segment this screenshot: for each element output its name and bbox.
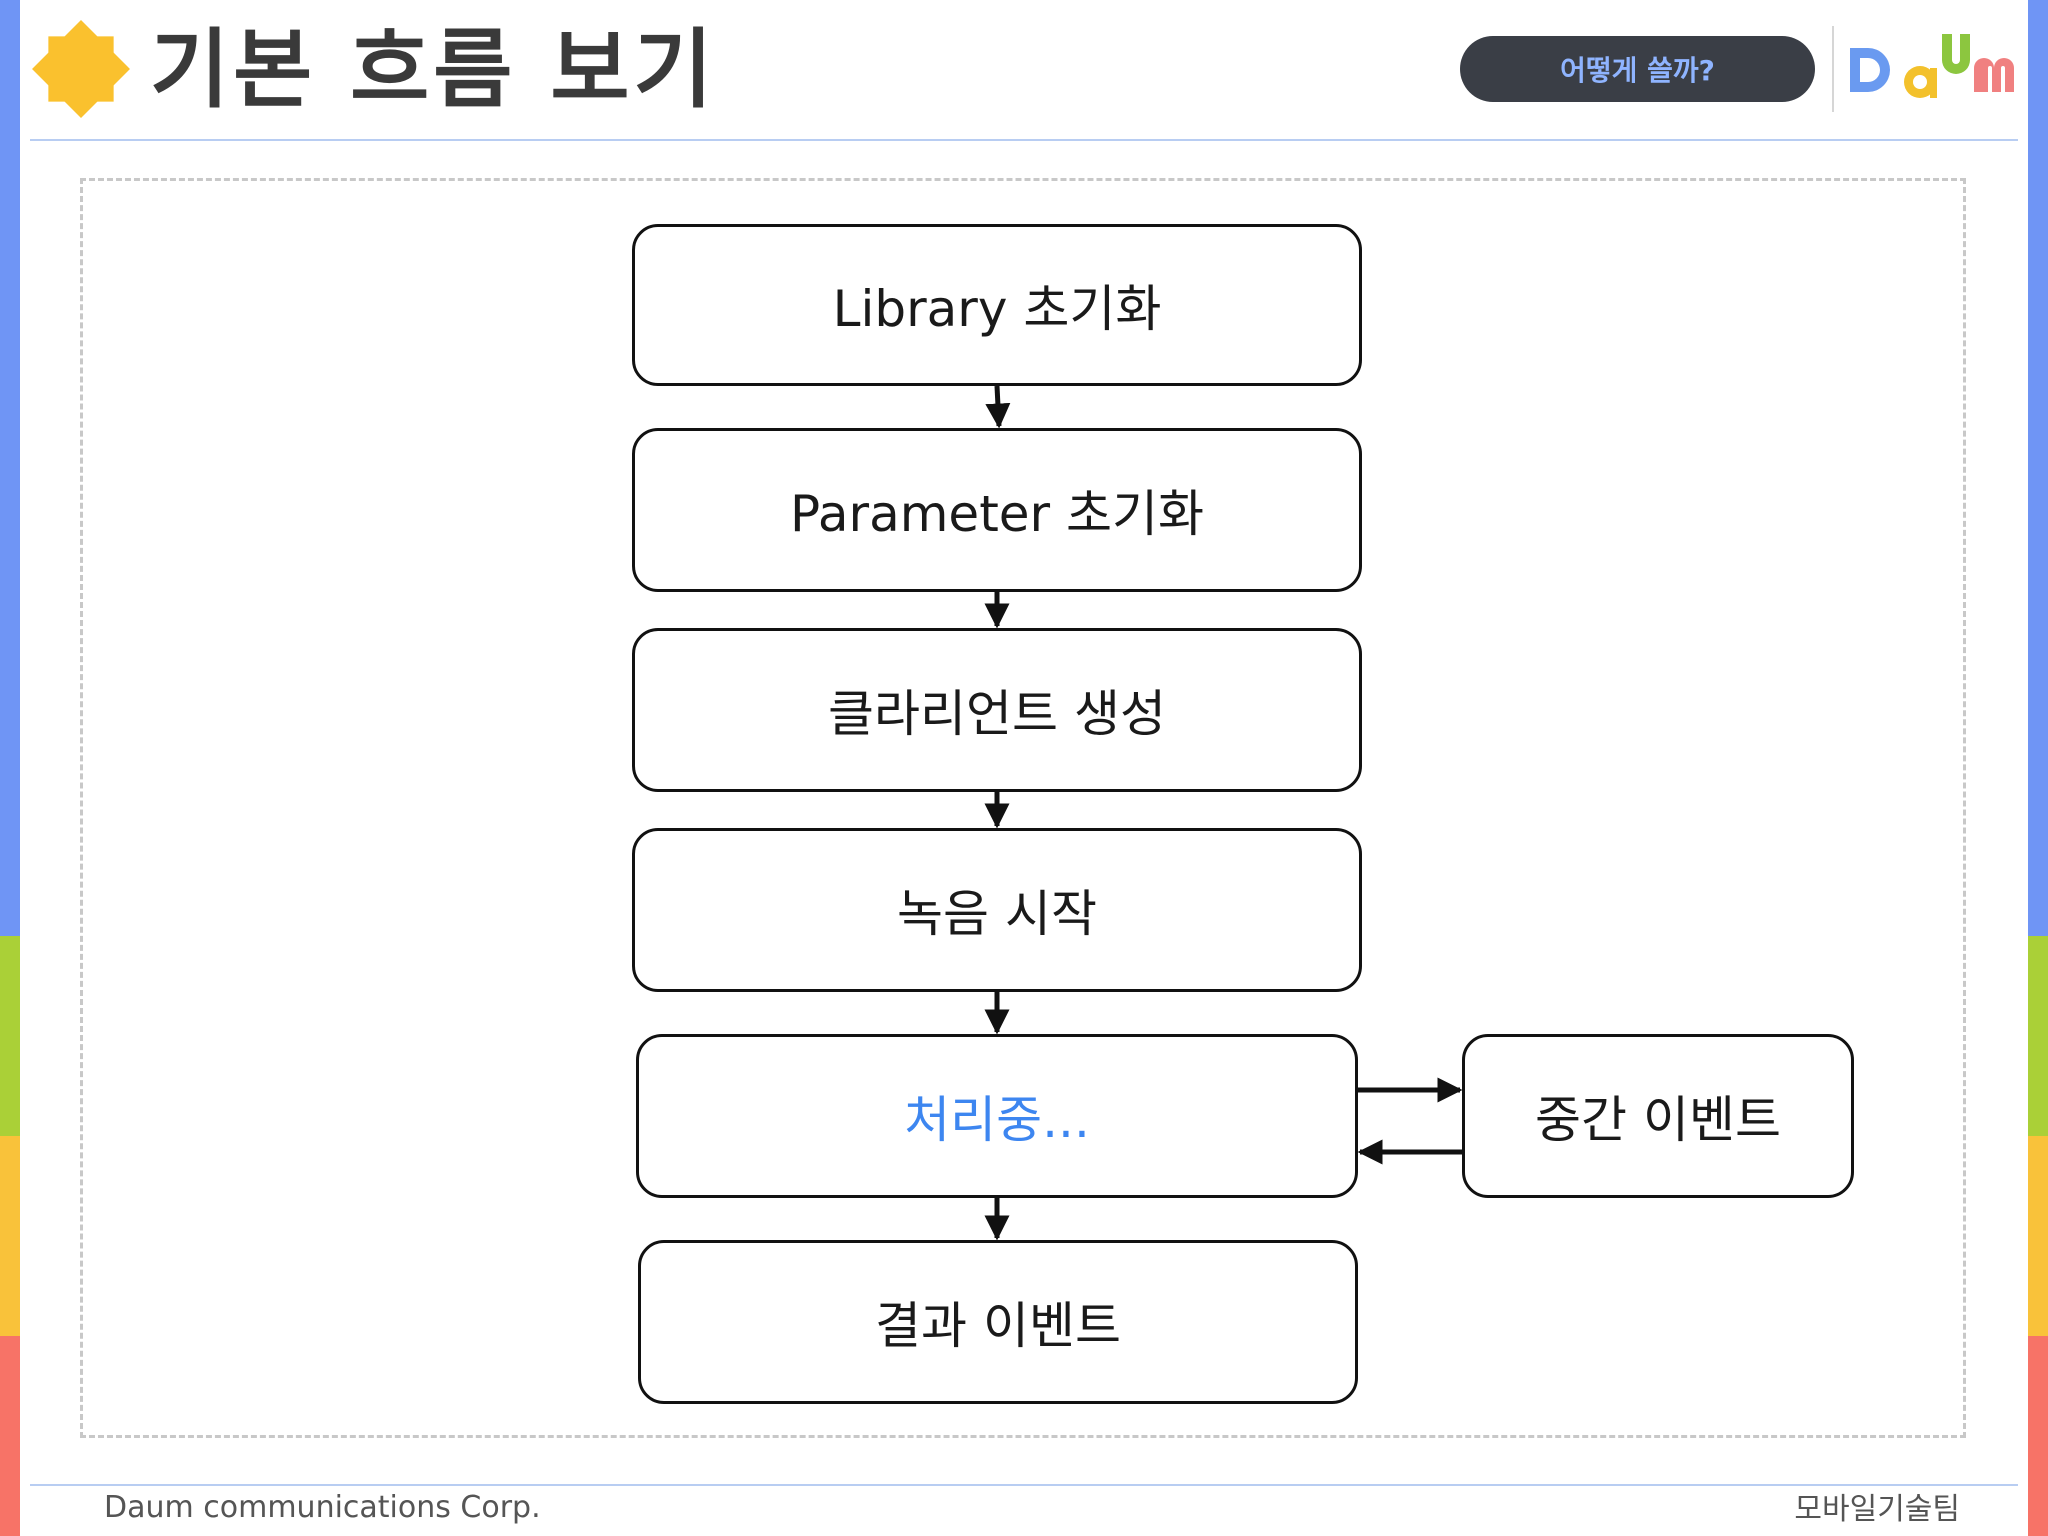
stripe-yellow-segment xyxy=(2028,1136,2048,1336)
stripe-red-segment xyxy=(0,1336,20,1536)
node-parameter-init: Parameter 초기화 xyxy=(632,428,1362,592)
stripe-red-segment xyxy=(2028,1336,2048,1536)
how-to-use-button[interactable]: 어떻게 쓸까? xyxy=(1460,36,1815,102)
daum-logo xyxy=(1850,34,2014,98)
node-library-init: Library 초기화 xyxy=(632,224,1362,386)
diagram-frame xyxy=(80,178,1966,1438)
stripe-green-segment xyxy=(2028,936,2048,1136)
node-record-start: 녹음 시작 xyxy=(632,828,1362,992)
left-color-stripe xyxy=(0,0,20,1536)
node-intermediate-event: 중간 이벤트 xyxy=(1462,1034,1854,1198)
node-processing: 처리중... xyxy=(636,1034,1358,1198)
right-color-stripe xyxy=(2028,0,2048,1536)
header-divider xyxy=(1832,26,1834,112)
stripe-blue-segment xyxy=(0,0,20,936)
stripe-yellow-segment xyxy=(0,1136,20,1336)
page-title: 기본 흐름 보기 xyxy=(150,20,717,120)
sun-icon xyxy=(32,20,130,118)
stripe-blue-segment xyxy=(2028,0,2048,936)
node-result-event: 결과 이벤트 xyxy=(638,1240,1358,1404)
stripe-green-segment xyxy=(0,936,20,1136)
footer-company: Daum communications Corp. xyxy=(104,1490,541,1525)
node-client-create: 클라리언트 생성 xyxy=(632,628,1362,792)
footer-rule xyxy=(30,1484,2018,1486)
footer-team: 모바일기술팀 xyxy=(1794,1492,1960,1527)
header-rule xyxy=(30,139,2018,141)
